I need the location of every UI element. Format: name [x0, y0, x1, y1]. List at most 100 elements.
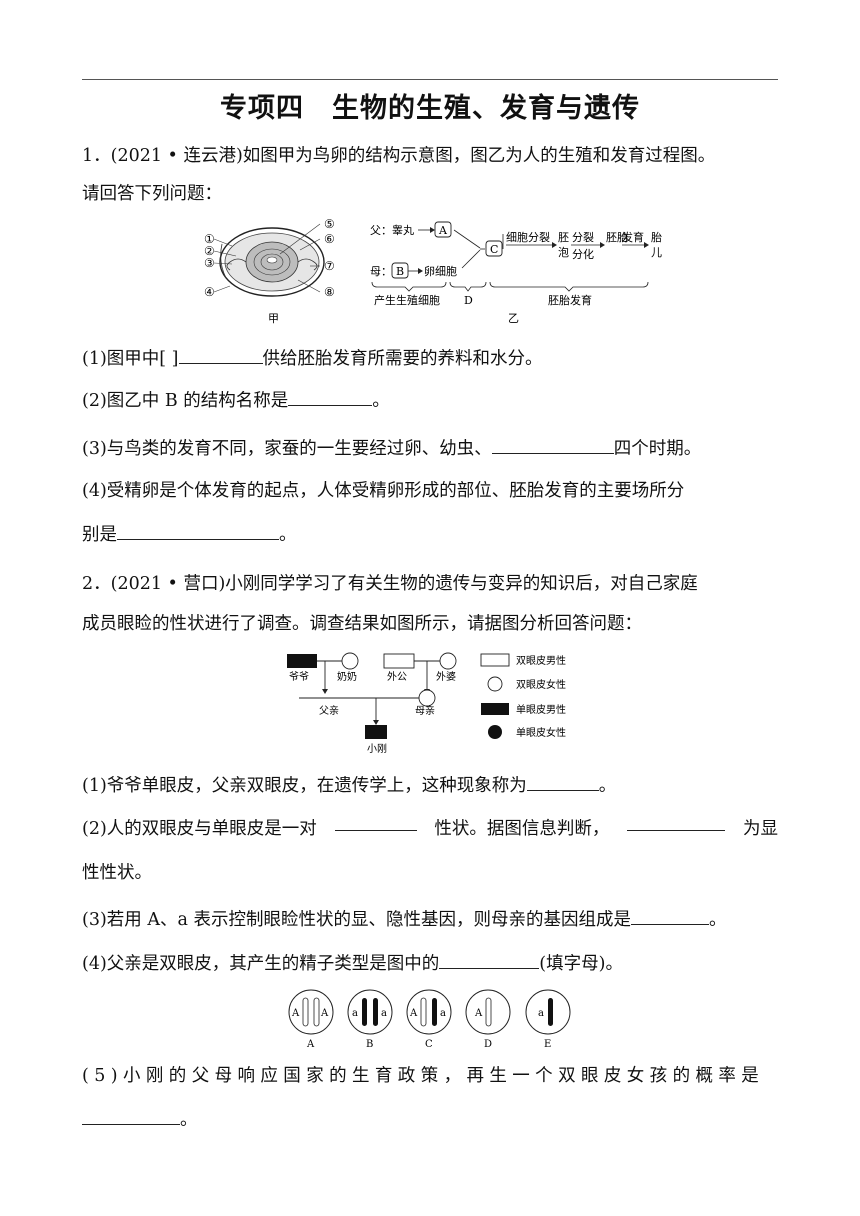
- legend-single-male-symbol: [481, 703, 509, 715]
- answer-blank[interactable]: [178, 348, 263, 364]
- q1-sub4-prefix: 别是: [82, 525, 117, 545]
- q2-sub2-suffix: 为显: [742, 819, 778, 839]
- answer-blank[interactable]: [439, 953, 540, 969]
- grandma-symbol: [341, 652, 359, 670]
- q1-sub4-line1: (4)受精卵是个体发育的起点，人体受精卵形成的部位、胚胎发育的主要场所分: [82, 481, 685, 501]
- q1-sub2-prefix: (2)图乙中 B 的结构名称是: [82, 391, 289, 411]
- egg-label-2: ②: [204, 244, 215, 258]
- egg-label-8: ⑧: [324, 285, 335, 299]
- page-title: 专项四 生物的生殖、发育与遗传: [220, 93, 640, 124]
- bird-egg-diagram: ① ② ③ ④ ⑤ ⑥ ⑦ ⑧ 甲: [204, 217, 335, 325]
- cell-c-label: C: [425, 1039, 433, 1050]
- q2-sub5-suffix: 。: [180, 1110, 198, 1130]
- egg-label-5: ⑤: [324, 217, 335, 231]
- sperm-type-cells: A A A a a B A a C A D a E: [288, 989, 571, 1050]
- fetus-2: 儿: [651, 246, 662, 259]
- brace-label-2: D: [464, 294, 473, 307]
- q1-sub3-suffix: 四个时期。: [613, 439, 702, 459]
- answer-blank[interactable]: [630, 909, 709, 925]
- header-rule: [82, 79, 778, 80]
- develop-label: 发育: [622, 230, 644, 244]
- q1-sub1: (1)图甲中[ ] 供给胚胎发育所需要的养料和水分。: [82, 345, 543, 370]
- q2-sub4-prefix: (4)父亲是双眼皮，其产生的精子类型是图中的: [82, 954, 440, 974]
- box-a: [434, 221, 452, 238]
- cell-d-gene-1: A: [474, 1008, 483, 1019]
- brace-label-1: 产生生殖细胞: [374, 293, 440, 307]
- q1-sub2-suffix: 。: [372, 391, 390, 411]
- egg-label-3: ③: [204, 256, 215, 270]
- maternal-grandma-label: 外婆: [436, 671, 456, 683]
- answer-blank[interactable]: [334, 815, 417, 831]
- cell-b-gene-1: a: [352, 1008, 358, 1019]
- box-a-label: A: [438, 224, 448, 237]
- reproduction-flow-diagram: 父：睾丸 A 母： B 卵细胞 C 细胞分裂 胚 泡 分裂 分化 胚胎 发育 胎…: [370, 221, 662, 325]
- legend-single-female: 单眼皮女性: [516, 726, 566, 739]
- fetus-1: 胎: [651, 230, 662, 244]
- cell-a: [288, 989, 334, 1035]
- q2-sub2-prefix: (2)人的双眼皮与单眼皮是一对: [82, 819, 317, 839]
- grandma-label: 奶奶: [337, 671, 357, 683]
- box-c-label: C: [490, 243, 498, 256]
- egg-label-4: ④: [204, 285, 215, 299]
- mother-symbol: [418, 689, 436, 707]
- mother-label: 母亲: [415, 704, 435, 717]
- egg-caption: 甲: [268, 312, 279, 325]
- cell-d-label: D: [484, 1039, 492, 1050]
- legend-single-male: 单眼皮男性: [516, 703, 566, 716]
- brace-label-3: 胚胎发育: [548, 293, 592, 307]
- cell-e-label: E: [544, 1039, 551, 1050]
- q2-sub2-middle: 性状。据图信息判断，: [434, 819, 610, 839]
- blastocyst-2: 泡: [558, 245, 569, 259]
- father-label: 父亲: [319, 704, 339, 717]
- grandpa-symbol: [287, 654, 317, 668]
- embryo-1: 胚胎: [606, 230, 628, 244]
- q1-sub2: (2)图乙中 B 的结构名称是 。: [82, 387, 390, 412]
- egg-label-7: ⑦: [324, 259, 335, 273]
- answer-blank[interactable]: [526, 775, 599, 791]
- box-c: [485, 240, 503, 257]
- q1-stem-line2: 请回答下列问题：: [82, 184, 222, 204]
- father-label: 父：睾丸: [370, 223, 414, 237]
- maternal-grandpa-label: 外公: [387, 671, 407, 683]
- cell-division-label: 细胞分裂: [506, 231, 550, 244]
- answer-blank[interactable]: [491, 438, 614, 454]
- cell-e-gene-1: a: [538, 1008, 544, 1019]
- cell-b-label: B: [366, 1039, 373, 1050]
- egg-cell-label: 卵细胞: [424, 265, 457, 278]
- maternal-grandma-symbol: [439, 652, 457, 670]
- cell-c: [406, 989, 452, 1035]
- q2-sub1-prefix: (1)爷爷单眼皮，父亲双眼皮，在遗传学上，这种现象称为: [82, 776, 527, 796]
- answer-blank[interactable]: [117, 524, 279, 540]
- cell-a-label: A: [306, 1039, 315, 1050]
- answer-blank[interactable]: [627, 815, 726, 831]
- q2-sub4: (4)父亲是双眼皮，其产生的精子类型是图中的 (填字母)。: [82, 950, 623, 975]
- cell-c-gene-2: a: [440, 1008, 446, 1019]
- answer-blank[interactable]: [288, 390, 373, 406]
- q2-stem-line2: 成员眼睑的性状进行了调查。调查结果如图所示，请据图分析回答问题：: [82, 614, 642, 634]
- blastocyst-1: 胚: [558, 231, 569, 244]
- egg-label-1: ①: [204, 232, 215, 246]
- cell-a-gene-2: A: [320, 1008, 329, 1019]
- q2-sub3-suffix: 。: [708, 910, 727, 930]
- q1-sub4-line2: 别是。: [82, 521, 297, 546]
- q1-sub1-suffix: 供给胚胎发育所需要的养料和水分。: [262, 349, 543, 369]
- box-b-label: B: [396, 265, 404, 278]
- q2-sub4-suffix: (填字母)。: [539, 954, 623, 974]
- q2-sub2-line1: (2)人的双眼皮与单眼皮是一对 性状。据图信息判断， 为显: [82, 815, 778, 840]
- son-label: 小刚: [367, 743, 387, 755]
- q2-sub3-prefix: (3)若用 A、a 表示控制眼睑性状的显、隐性基因，则母亲的基因组成是: [82, 910, 631, 930]
- answer-blank[interactable]: [82, 1109, 180, 1125]
- legend-double-female: 双眼皮女性: [516, 678, 566, 691]
- q1-sub1-prefix: (1)图甲中[ ]: [82, 349, 179, 369]
- q2-sub5-text: (5)小刚的父母响应国家的生育政策，再生一个双眼皮女孩的概率是: [82, 1066, 765, 1086]
- legend-double-male-symbol: [480, 653, 510, 667]
- box-b: [391, 262, 409, 279]
- maternal-grandpa-symbol: [383, 653, 415, 669]
- legend-single-female-symbol: [488, 725, 502, 739]
- cell-b-gene-2: a: [381, 1008, 387, 1019]
- q2-sub2-line2: 性性状。: [82, 863, 152, 883]
- q1-sub3: (3)与鸟类的发育不同，家蚕的一生要经过卵、幼虫、四个时期。: [82, 435, 701, 460]
- grandpa-label: 爷爷: [289, 670, 309, 683]
- cell-a-gene-1: A: [291, 1008, 300, 1019]
- pedigree-chart: 爷爷 奶奶 外公 外婆 父亲 母亲 小刚 双眼皮男性 双眼皮女性 单眼皮男性 单…: [287, 652, 566, 755]
